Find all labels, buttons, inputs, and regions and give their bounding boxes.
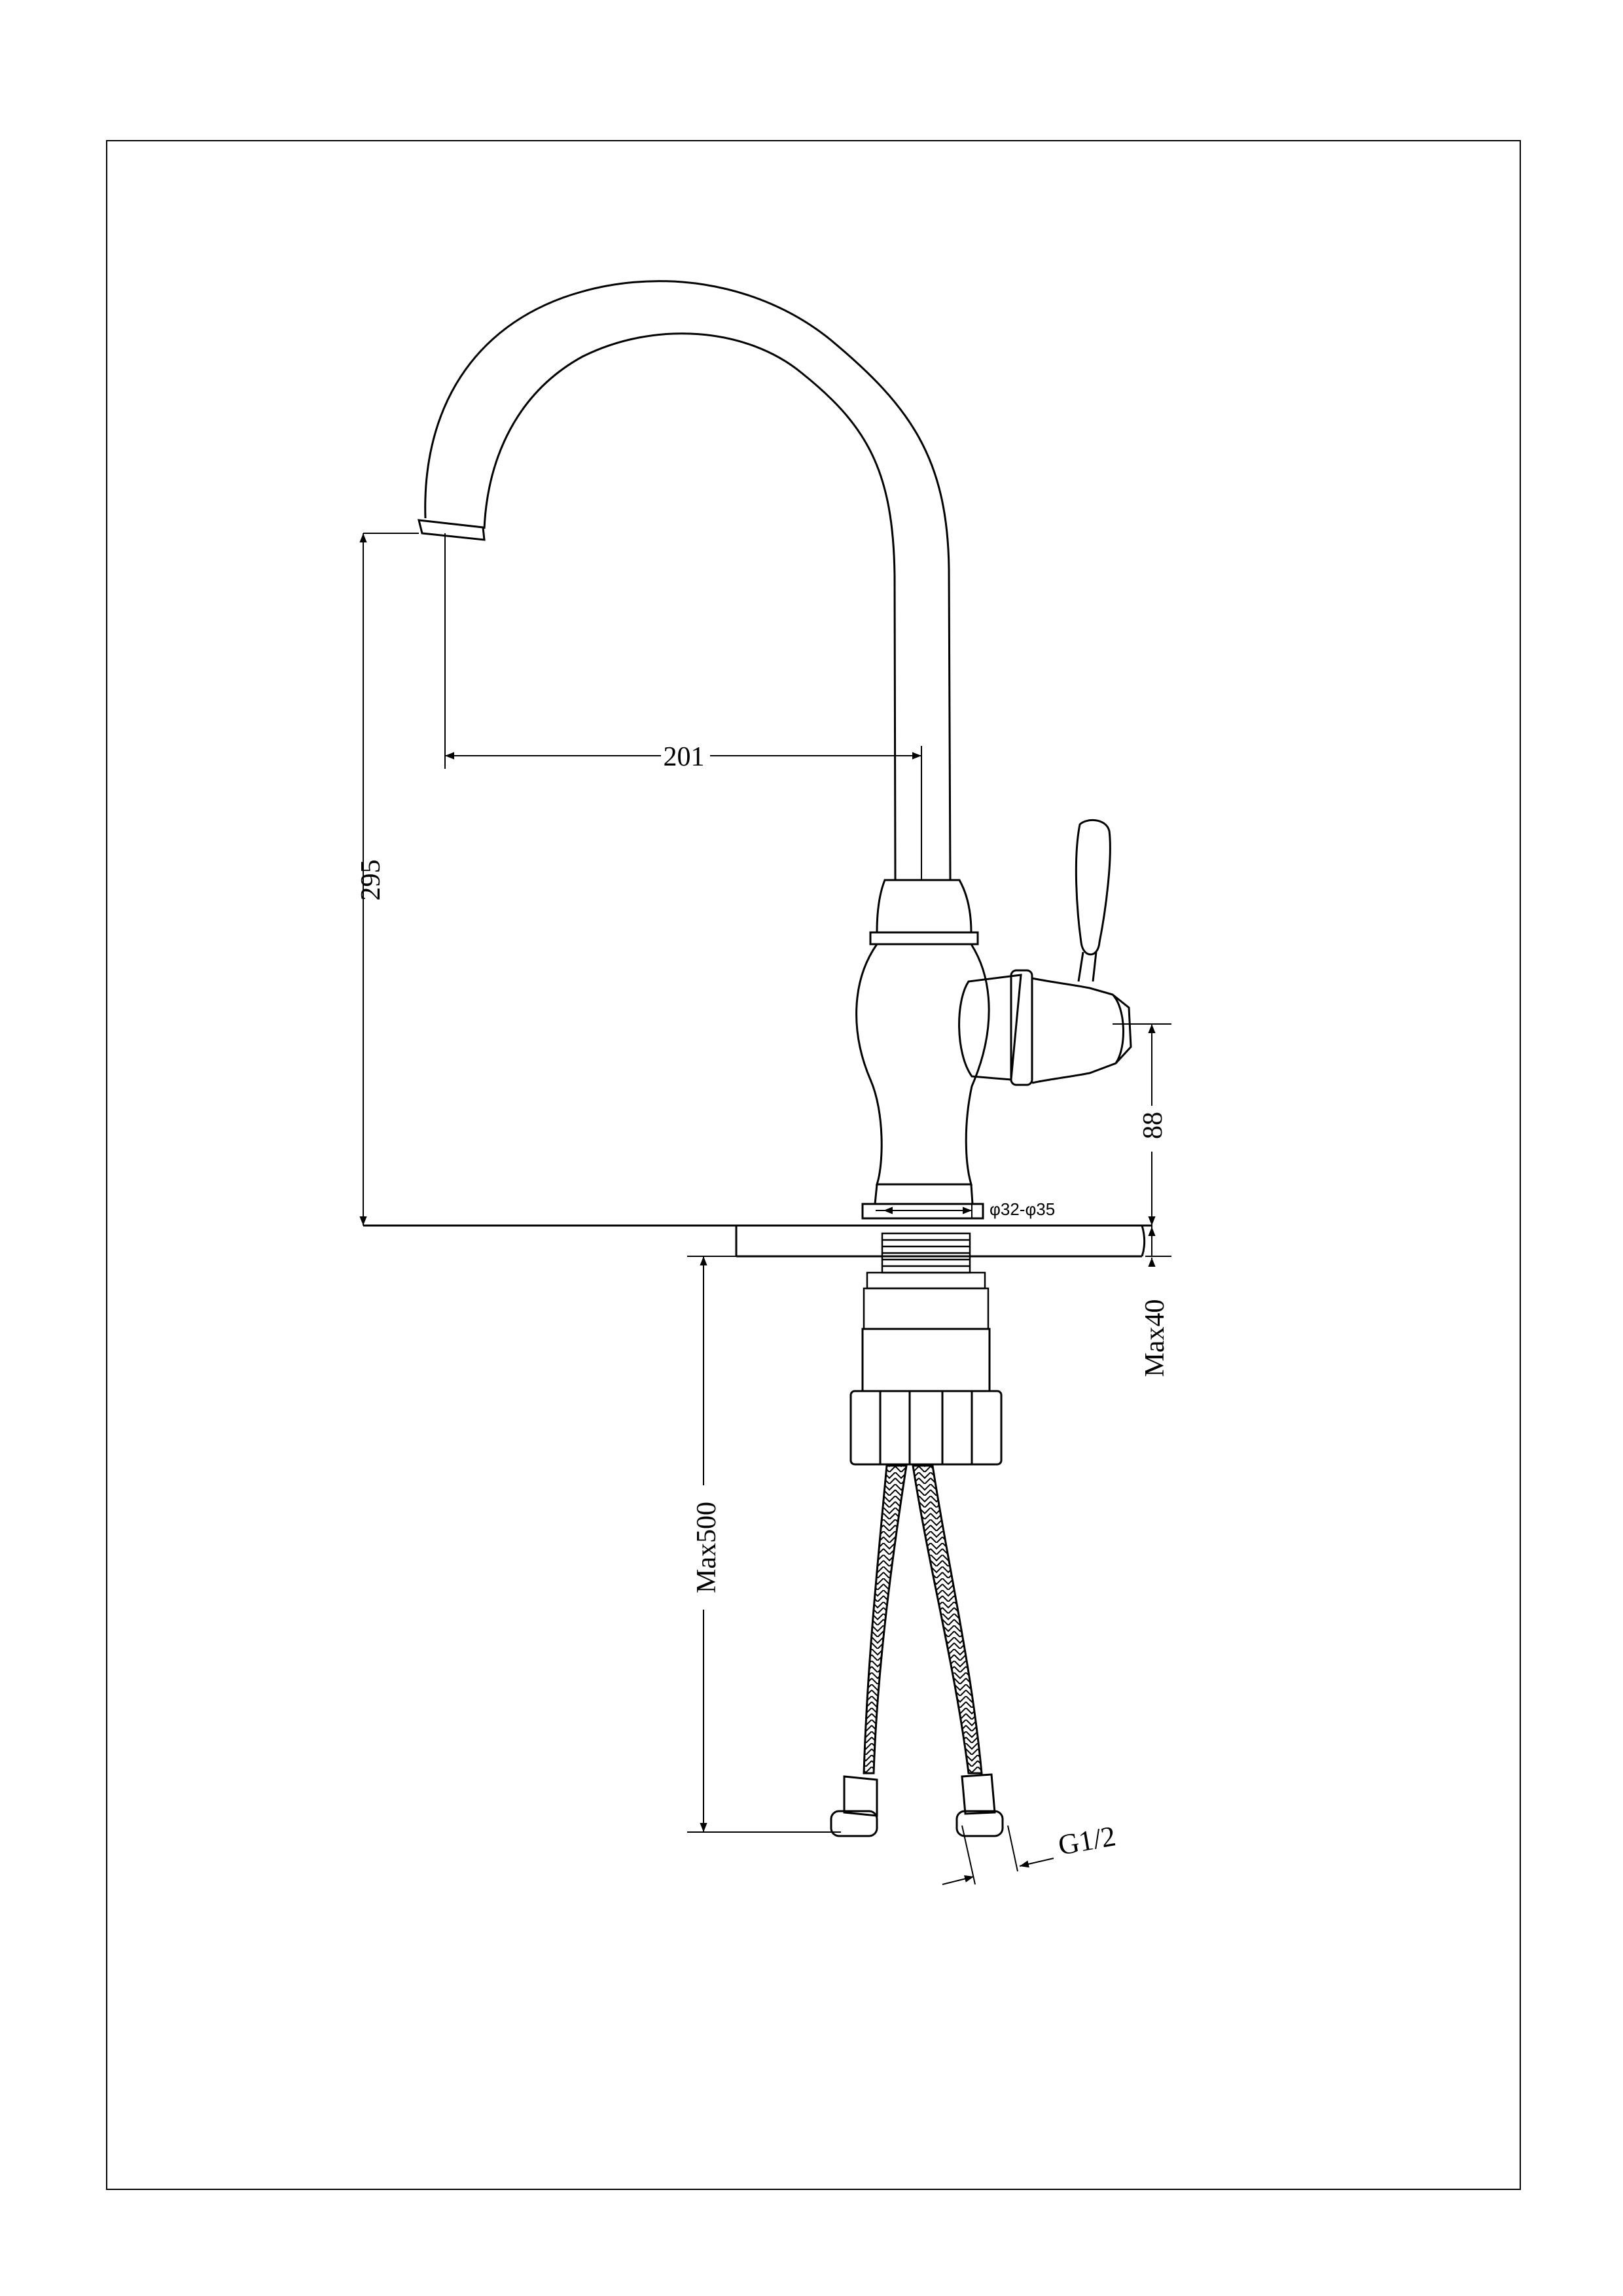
dimension-reach-label: 201 [664, 742, 705, 772]
braided-hose-left [830, 1464, 908, 1837]
hose-nut-right [955, 1810, 1004, 1837]
hose-nut-left [830, 1810, 878, 1837]
cartridge-cap [1031, 977, 1124, 1084]
base-ring [861, 1203, 984, 1220]
braided-hose-right [912, 1464, 1004, 1837]
lever-handle [1075, 819, 1111, 956]
faucet-body [855, 943, 990, 1186]
faucet-outline [418, 280, 1132, 1220]
dimension-height-label: 295 [356, 860, 386, 901]
dimension-reach: 201 [444, 533, 922, 880]
lever-stem [1077, 951, 1097, 982]
threaded-shank [863, 1232, 990, 1330]
drawing-frame [106, 140, 1521, 2190]
dimension-connector-label: G1/2 [1056, 1820, 1118, 1862]
dimension-connector: G1/2 [942, 1820, 1118, 1885]
cartridge-housing [958, 974, 1022, 1081]
hose-fitting-right [961, 1773, 996, 1815]
spout-inner [483, 332, 897, 881]
dimension-handle-height-label: 88 [1138, 1112, 1168, 1139]
hose-fitting-left [843, 1775, 878, 1817]
deck-plate [363, 1224, 1152, 1258]
upper-collar [876, 879, 972, 934]
spout-tip [418, 519, 486, 541]
collar-ring [869, 931, 979, 945]
dimension-handle-height: 88 [1113, 1023, 1171, 1226]
base-collar [874, 1184, 974, 1205]
spout-outer [424, 280, 952, 881]
cartridge-ring [1010, 969, 1033, 1086]
dimension-hose-length-label: Max500 [692, 1502, 722, 1593]
mounting-nut [849, 1328, 1003, 1466]
dimension-height: 295 [356, 533, 419, 1226]
dimension-hole-diameter: φ32-φ35 [876, 1199, 1055, 1219]
cartridge-knurl [1112, 993, 1132, 1065]
dimension-hose-length: Max500 [687, 1256, 841, 1833]
dimension-hole-diameter-label: φ32-φ35 [990, 1199, 1055, 1219]
dimension-deck-thickness: Max40 [1140, 1226, 1171, 1377]
dimension-deck-thickness-label: Max40 [1140, 1299, 1170, 1377]
